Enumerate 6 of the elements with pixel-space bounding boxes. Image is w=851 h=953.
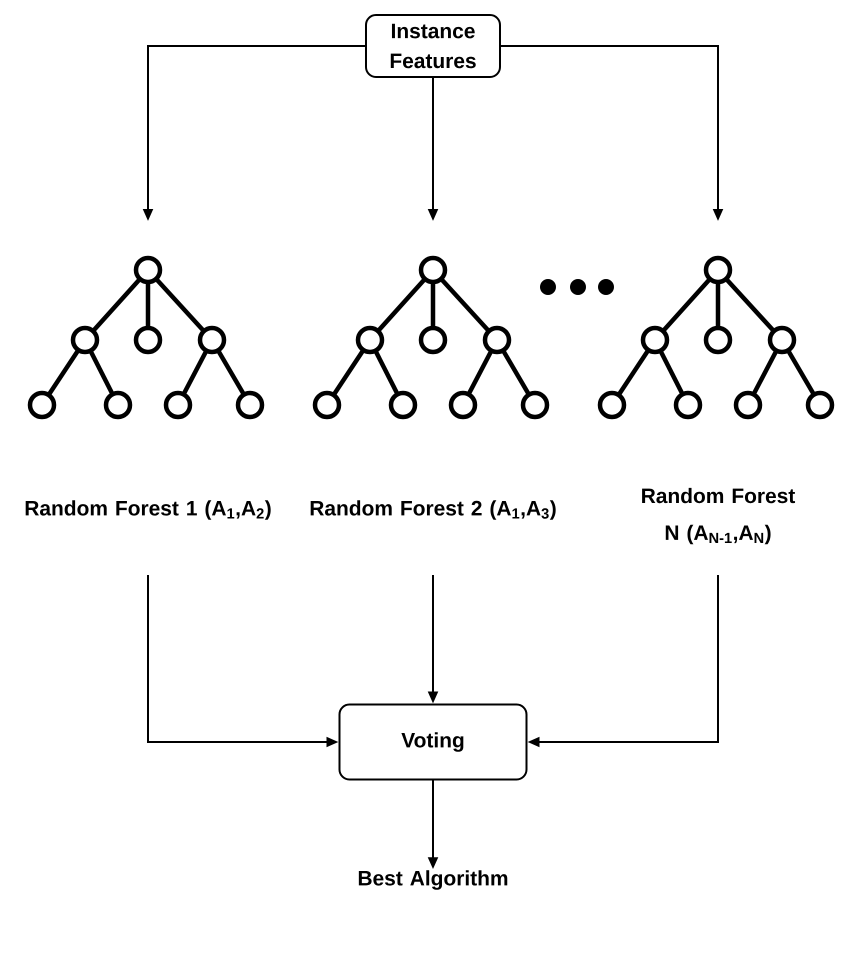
forest-label: Random Forest 1 (A$_{1}$,A$_{2}$)	[26, 500, 271, 520]
process-box: Voting	[338, 704, 528, 780]
forest-label: Random Forest 2 (A$_{1}$,A$_{3}$)	[310, 500, 556, 520]
process-box: Instance Features	[365, 14, 501, 78]
output-label: Best Algorithm	[358, 870, 508, 890]
forest-label: Random Forest N (A$_{N-1}$,A$_{N}$)	[642, 488, 796, 544]
